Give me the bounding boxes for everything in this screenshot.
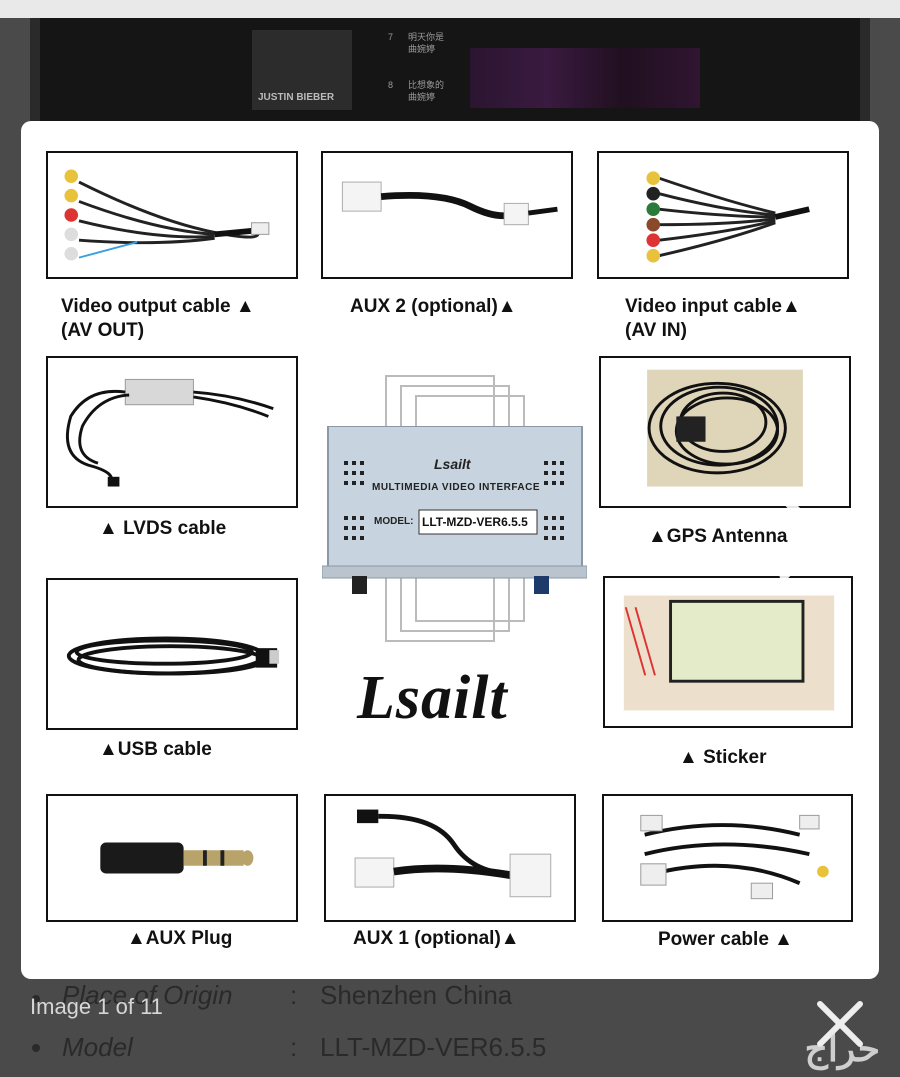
brand-logo: Lsailt: [357, 664, 508, 732]
lvds-caption: ▲ LVDS cable: [99, 518, 227, 539]
video-output-caption-sub: (AV OUT): [61, 320, 145, 341]
aux2-cable-photo: [321, 151, 573, 279]
spec-value: LLT-MZD-VER6.5.5: [320, 1032, 547, 1062]
power-cable-caption: Power cable ▲: [658, 929, 793, 950]
usb-caption: ▲USB cable: [99, 739, 212, 760]
video-output-cable-photo: [46, 151, 298, 279]
multimedia-video-interface-device: Lsailt MULTIMEDIA VIDEO INTERFACE MODEL:…: [322, 426, 587, 596]
aux1-caption: AUX 1 (optional)▲: [353, 928, 520, 949]
background-video-thumb: [470, 48, 700, 108]
song-artist: 曲婉婷: [408, 92, 436, 102]
aux1-cable-photo: [324, 794, 576, 922]
song-title: 比想象的: [408, 80, 445, 90]
song-artist: 曲婉婷: [408, 44, 436, 54]
close-icon[interactable]: [812, 996, 868, 1052]
spec-separator: :: [290, 1032, 298, 1062]
spec-value: Shenzhen China: [320, 980, 513, 1010]
aux-plug-caption: ▲AUX Plug: [127, 928, 233, 949]
image-counter: Image 1 of 11: [30, 994, 163, 1019]
watermark-text: حراج: [804, 1028, 880, 1069]
bullet: [32, 1044, 40, 1052]
video-input-caption: Video input cable▲: [625, 296, 801, 317]
device-model-value: LLT-MZD-VER6.5.5: [422, 515, 528, 529]
song-number: 8: [388, 80, 394, 90]
chevron-right-icon[interactable]: [770, 490, 830, 585]
aux2-caption: AUX 2 (optional)▲: [350, 296, 517, 317]
device-brand: Lsailt: [434, 456, 471, 472]
aux-plug-photo: [46, 794, 298, 922]
haraj-watermark: حراج: [665, 1026, 890, 1071]
power-cable-photo: [602, 794, 853, 922]
device-model-label: MODEL:: [374, 516, 414, 527]
bullet: [32, 995, 40, 1003]
song-title: 明天你是: [408, 32, 445, 42]
background-video-screen: [30, 18, 870, 128]
lvds-cable-photo: [46, 356, 298, 508]
background-album-art: JUSTIN BIEBER: [252, 30, 352, 110]
spec-key: Model: [62, 1032, 133, 1062]
video-output-caption: Video output cable ▲: [61, 296, 255, 317]
gps-caption: ▲GPS Antenna: [648, 526, 788, 547]
gps-antenna-photo: [599, 356, 851, 508]
lightbox-image: Video output cable ▲ (AV OUT) AUX 2 (opt…: [21, 121, 879, 979]
video-input-cable-photo: [597, 151, 849, 279]
sticker-caption: ▲ Sticker: [679, 747, 767, 768]
spec-separator: :: [290, 980, 298, 1010]
video-input-caption-sub: (AV IN): [625, 320, 687, 341]
usb-cable-photo: [46, 578, 298, 730]
device-title: MULTIMEDIA VIDEO INTERFACE: [372, 482, 540, 493]
song-number: 7: [388, 32, 394, 42]
spec-key: Place of Origin: [62, 980, 233, 1010]
album-text: JUSTIN BIEBER: [258, 92, 335, 103]
background-top-bar: [0, 0, 900, 18]
sticker-photo: [603, 576, 853, 728]
